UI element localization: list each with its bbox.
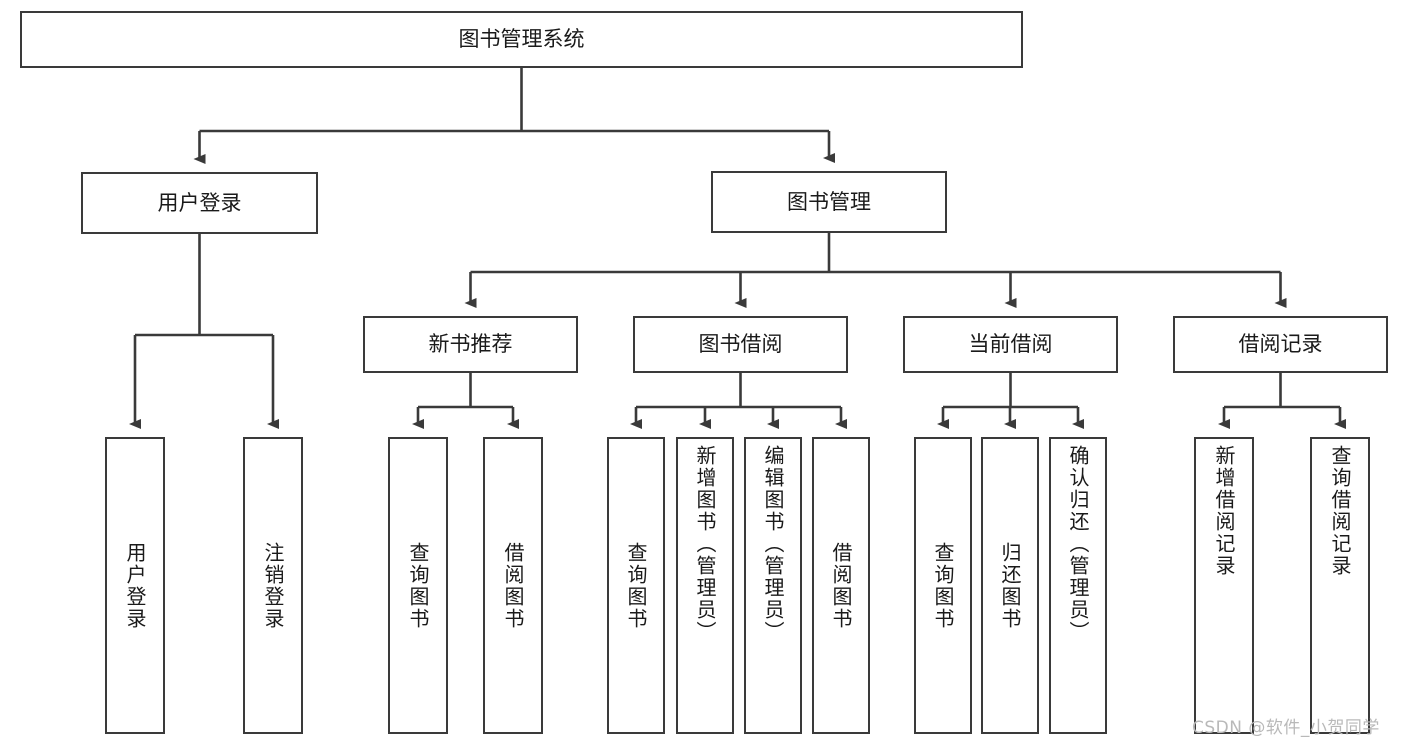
node-label: 图书管理 (787, 189, 871, 214)
node-label: 查询图书 (624, 541, 648, 630)
node-leaf-user-login[interactable]: 用户登录 (105, 437, 165, 734)
node-borrow-record[interactable]: 借阅记录 (1173, 316, 1388, 373)
node-label: 新增借阅记录 (1212, 445, 1236, 577)
node-label: 当前借阅 (968, 332, 1053, 357)
node-current-borrow[interactable]: 当前借阅 (903, 316, 1118, 373)
node-label: 注销登录 (261, 541, 285, 630)
node-leaf-add-book[interactable]: 新增图书（管理员） (676, 437, 734, 734)
node-leaf-confirm-return[interactable]: 确认归还（管理员） (1049, 437, 1107, 734)
node-label: 图书借阅 (698, 332, 783, 357)
node-label: 借阅图书 (829, 541, 853, 630)
node-leaf-query-book-2[interactable]: 查询图书 (607, 437, 665, 734)
node-label: 用户登录 (157, 190, 242, 215)
node-leaf-query-book-1[interactable]: 查询图书 (388, 437, 448, 734)
watermark-text: CSDN @软件_小贺同学 (1192, 718, 1380, 738)
node-leaf-borrow-book-1[interactable]: 借阅图书 (483, 437, 543, 734)
node-label: 编辑图书（管理员） (761, 445, 785, 643)
node-new-book-rec[interactable]: 新书推荐 (363, 316, 578, 373)
node-book-manage[interactable]: 图书管理 (711, 171, 947, 233)
node-leaf-add-record[interactable]: 新增借阅记录 (1194, 437, 1254, 734)
node-label: 确认归还（管理员） (1066, 445, 1090, 643)
node-leaf-edit-book[interactable]: 编辑图书（管理员） (744, 437, 802, 734)
node-label: 查询图书 (406, 541, 430, 630)
node-user-login[interactable]: 用户登录 (81, 172, 318, 234)
node-label: 查询图书 (931, 541, 955, 630)
node-label: 用户登录 (123, 541, 147, 630)
node-leaf-borrow-book-2[interactable]: 借阅图书 (812, 437, 870, 734)
node-label: 新增图书（管理员） (693, 445, 717, 643)
node-leaf-query-book-3[interactable]: 查询图书 (914, 437, 972, 734)
node-book-borrow[interactable]: 图书借阅 (633, 316, 848, 373)
node-label: 借阅图书 (501, 541, 525, 630)
node-leaf-logout[interactable]: 注销登录 (243, 437, 303, 734)
node-label: 新书推荐 (428, 332, 513, 357)
node-root[interactable]: 图书管理系统 (20, 11, 1023, 68)
node-label: 归还图书 (998, 541, 1022, 630)
node-label: 借阅记录 (1238, 332, 1323, 357)
node-leaf-query-record[interactable]: 查询借阅记录 (1310, 437, 1370, 734)
node-leaf-return-book[interactable]: 归还图书 (981, 437, 1039, 734)
node-label: 查询借阅记录 (1328, 445, 1352, 577)
node-label: 图书管理系统 (458, 27, 585, 52)
